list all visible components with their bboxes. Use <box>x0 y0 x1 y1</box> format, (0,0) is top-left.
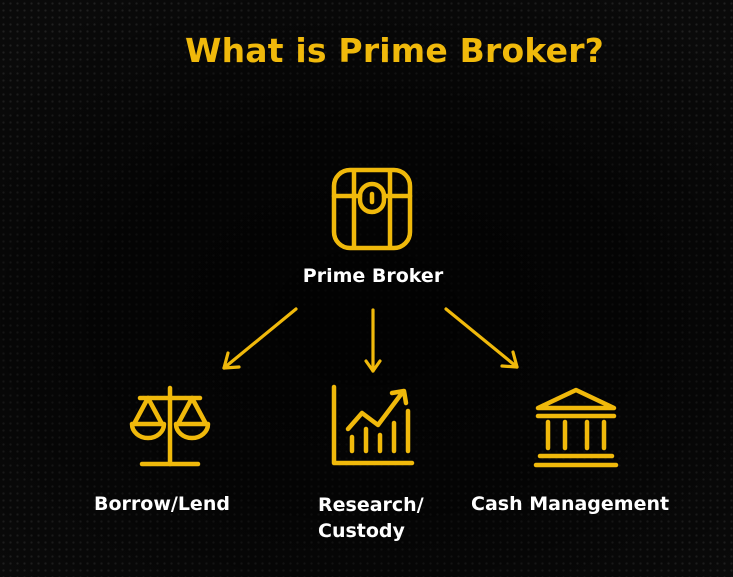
arrow-to-cash-management <box>444 307 519 369</box>
treasure-chest-icon <box>331 167 413 251</box>
child-label-borrow-lend: Borrow/Lend <box>94 493 230 515</box>
arrow-to-research-custody <box>364 308 382 373</box>
balance-scale-icon <box>129 385 211 467</box>
page-title: What is Prime Broker? <box>184 31 605 70</box>
child-label-cash-management: Cash Management <box>471 493 670 515</box>
root-label-prime-broker: Prime Broker <box>302 265 444 287</box>
bar-chart-trend-icon <box>331 384 415 466</box>
arrow-to-borrow-lend <box>222 307 298 370</box>
bank-building-icon <box>533 387 619 468</box>
child-label-research-custody: Research/ Custody <box>318 494 424 542</box>
